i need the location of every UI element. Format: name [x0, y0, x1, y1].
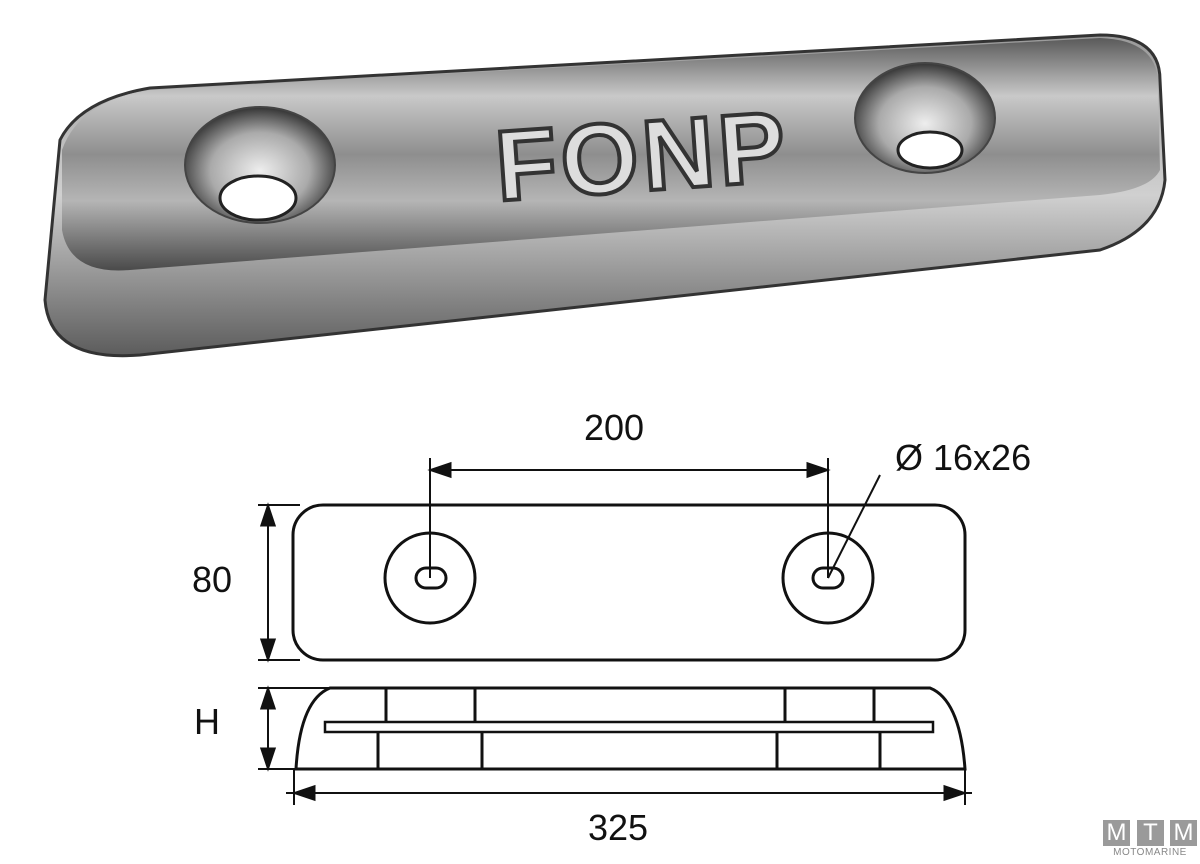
side-view — [258, 685, 972, 805]
width-label: 80 — [192, 559, 232, 600]
hole-size-label: Ø 16x26 — [895, 437, 1031, 478]
logo-letter: M — [1103, 820, 1130, 846]
anode-photo: FONP — [43, 33, 1167, 358]
height-label: H — [194, 701, 220, 742]
embossed-text: FONP — [492, 90, 793, 222]
length-label: 325 — [588, 807, 648, 848]
logo-letter: T — [1137, 820, 1164, 846]
logo-name: MOTOMARINE — [1113, 847, 1187, 858]
plan-view — [258, 458, 967, 663]
logo-letter: M — [1170, 820, 1197, 846]
hole-spacing-label: 200 — [584, 407, 644, 448]
